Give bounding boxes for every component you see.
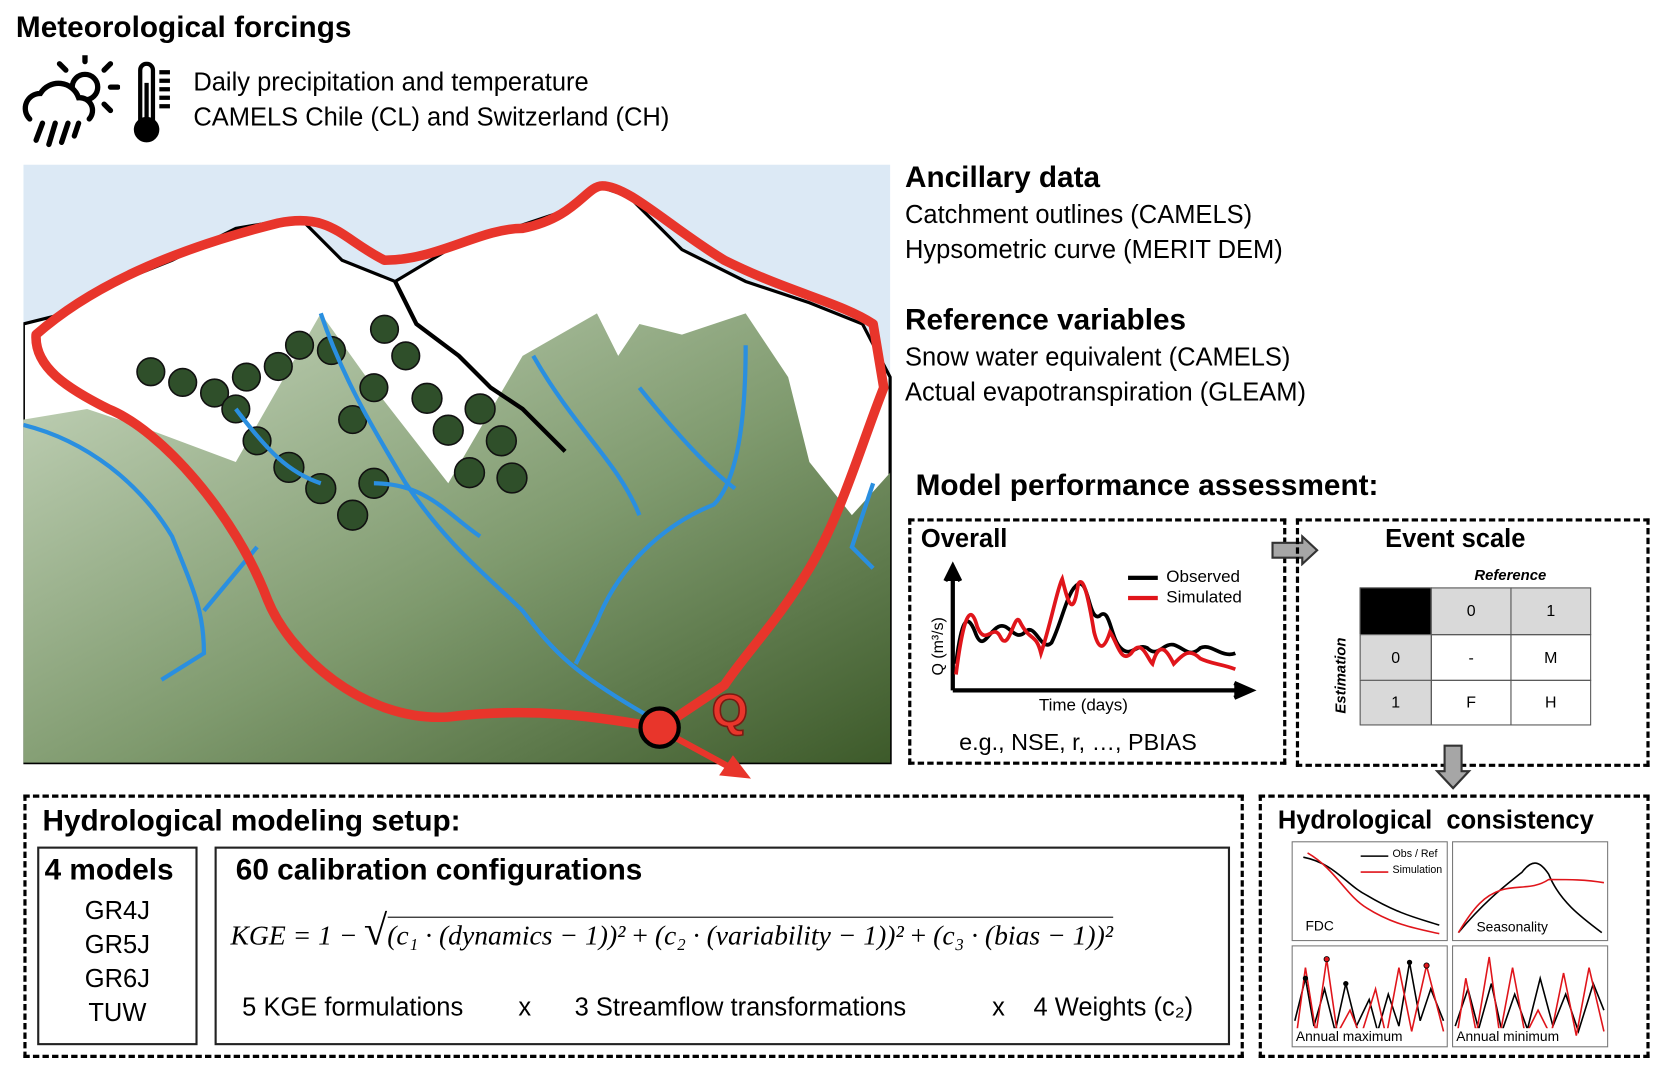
consistency-panel-annual-max: Annual maximum bbox=[1291, 945, 1448, 1048]
times-sign: x bbox=[518, 993, 532, 1022]
overall-metrics: e.g., NSE, r, …, PBIAS bbox=[959, 728, 1197, 756]
reference-item: Snow water equivalent (CAMELS) bbox=[904, 343, 1291, 372]
fdc-plot bbox=[1303, 852, 1440, 935]
table-cell: H bbox=[1510, 679, 1592, 726]
calibration-box bbox=[214, 846, 1231, 1046]
event-scale-box bbox=[1295, 518, 1650, 767]
overall-title: Overall bbox=[920, 524, 1008, 554]
down-arrow-icon bbox=[1434, 744, 1472, 790]
panel-label: Annual minimum bbox=[1456, 1028, 1560, 1045]
catchment-illustration bbox=[23, 164, 892, 779]
factor-kge: 5 KGE formulations bbox=[242, 993, 464, 1022]
factor-transformations: 3 Streamflow transformations bbox=[574, 993, 907, 1022]
catchment-outline bbox=[31, 181, 889, 733]
forcings-title: Meteorological forcings bbox=[15, 10, 352, 44]
rain-cloud-sun-icon bbox=[22, 55, 121, 148]
models-list: GR4J GR5J GR6J TUW bbox=[37, 894, 197, 1030]
legend-sim: Simulation bbox=[1392, 864, 1443, 877]
kge-formula: KGE = 1 − √ (c₁ · (dynamics − 1))² + (c₂… bbox=[230, 906, 1114, 954]
models-title: 4 models bbox=[44, 852, 174, 886]
table-cell: - bbox=[1430, 634, 1512, 681]
legend-label: Simulated bbox=[1166, 588, 1242, 607]
ancillary-title: Ancillary data bbox=[904, 160, 1101, 194]
model-item: GR5J bbox=[84, 930, 150, 960]
modeling-setup-box bbox=[23, 794, 1244, 1058]
estimation-axis-label: Estimation bbox=[1331, 637, 1349, 714]
models-box bbox=[37, 846, 198, 1046]
plus: + bbox=[910, 919, 927, 951]
event-scale-title: Event scale bbox=[1385, 524, 1526, 554]
x-axis bbox=[952, 681, 1257, 700]
outlet-label: Q bbox=[711, 684, 749, 738]
outlet-point bbox=[638, 706, 681, 749]
reference-axis-label: Reference bbox=[1474, 566, 1547, 584]
right-arrow-icon bbox=[1271, 534, 1319, 567]
y-axis-label: Q (m³/s) bbox=[929, 617, 948, 676]
times-sign: x bbox=[992, 993, 1005, 1022]
outflow-arrow-head bbox=[719, 755, 751, 779]
factor-weights: 4 Weights (c₂) bbox=[1033, 993, 1194, 1022]
sqrt-icon: √ bbox=[363, 906, 388, 954]
row-header: 0 bbox=[1359, 634, 1432, 681]
consistency-box bbox=[1258, 794, 1650, 1058]
legend-label: Observed bbox=[1166, 568, 1240, 587]
panel-label: Annual maximum bbox=[1295, 1028, 1403, 1045]
hydrograph bbox=[943, 561, 1257, 700]
seasonality-plot bbox=[1457, 862, 1605, 934]
x-axis-label: Time (days) bbox=[1038, 696, 1128, 715]
model-item: GR4J bbox=[84, 896, 150, 926]
legend-swatch bbox=[1128, 595, 1158, 601]
forcings-line-2: CAMELS Chile (CL) and Switzerland (CH) bbox=[193, 103, 670, 132]
assessment-title: Model performance assessment: bbox=[915, 468, 1379, 502]
y-axis bbox=[943, 561, 963, 691]
consistency-panel-fdc: Obs / Ref Simulation FDC bbox=[1291, 841, 1448, 942]
panel-label: FDC bbox=[1305, 917, 1334, 934]
table-cell: F bbox=[1430, 679, 1512, 726]
model-item: GR6J bbox=[84, 964, 150, 994]
ancillary-item: Hypsometric curve (MERIT DEM) bbox=[904, 235, 1283, 265]
rivers bbox=[23, 312, 876, 730]
panel-label: Seasonality bbox=[1476, 918, 1548, 935]
consistency-panel-annual-min: Annual minimum bbox=[1452, 945, 1609, 1048]
consistency-title: Hydrological consistency bbox=[1277, 806, 1594, 835]
table-cell: M bbox=[1510, 634, 1592, 681]
simulated-line bbox=[954, 573, 1237, 675]
forcings-line-1: Daily precipitation and temperature bbox=[193, 67, 589, 97]
formula-term: (c₂ · (variability − 1))² bbox=[654, 919, 904, 951]
col-header: 1 bbox=[1510, 587, 1592, 636]
ridge-line bbox=[393, 280, 567, 453]
legend-swatch bbox=[1128, 575, 1158, 580]
modeling-setup-title: Hydrological modeling setup: bbox=[42, 804, 461, 838]
formula-radicand: (c₁ · (dynamics − 1))² + (c₂ · (variabil… bbox=[387, 916, 1114, 952]
overall-box bbox=[908, 518, 1287, 765]
plus: + bbox=[632, 919, 648, 951]
legend-obs: Obs / Ref bbox=[1392, 848, 1438, 861]
reference-item: Actual evapotranspiration (GLEAM) bbox=[904, 378, 1306, 407]
legend-simulated: Simulated bbox=[1128, 588, 1242, 607]
table-corner bbox=[1359, 587, 1432, 636]
ancillary-item: Catchment outlines (CAMELS) bbox=[904, 200, 1253, 230]
calibration-title: 60 calibration configurations bbox=[235, 852, 643, 886]
formula-term: (c₁ · (dynamics − 1))² bbox=[387, 919, 626, 951]
col-header: 0 bbox=[1430, 587, 1512, 636]
legend-observed: Observed bbox=[1128, 568, 1240, 587]
formula-lhs: KGE = 1 − bbox=[230, 919, 358, 951]
reference-title: Reference variables bbox=[904, 302, 1187, 336]
formula-term: (c₃ · (bias − 1))² bbox=[933, 919, 1114, 951]
consistency-panel-seasonality: Seasonality bbox=[1452, 841, 1609, 942]
model-item: TUW bbox=[88, 998, 147, 1028]
thermometer-icon bbox=[133, 61, 170, 143]
row-header: 1 bbox=[1359, 679, 1432, 726]
